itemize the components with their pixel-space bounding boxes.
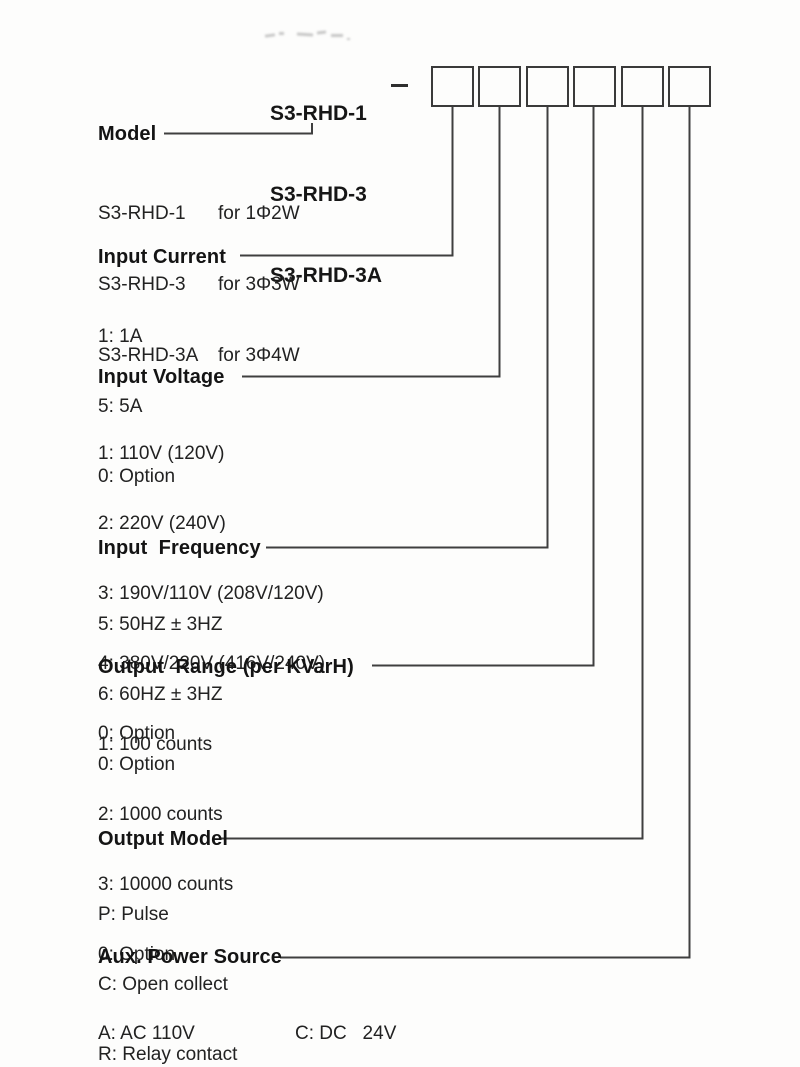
option-row: 0: Option <box>98 944 176 965</box>
connector-output-range-line <box>372 107 595 667</box>
option-row: 6: 60HZ ± 3HZ <box>98 684 223 705</box>
option-row: C: Open collect <box>98 974 228 995</box>
option-row: 0: Option <box>98 466 176 487</box>
code-box-2 <box>478 66 521 107</box>
option-row: 1: 1A <box>98 326 143 347</box>
section-heading-model: Model <box>98 123 157 145</box>
code-box-6 <box>668 66 711 107</box>
option-row: 3: 190V/110V (208V/120V) <box>98 583 324 604</box>
aux-power-options-right: C: DC 24V D: DC 48V E: DC 110V <box>295 977 399 1067</box>
model-variant: S3-RHD-1 <box>270 102 367 125</box>
model-row-name: S3-RHD-3A <box>98 345 199 366</box>
input-current-options: 1: 1A 5: 5A 0: Option <box>98 280 175 534</box>
option-row: P: Pulse <box>98 904 169 925</box>
section-heading-input-current: Input Current <box>98 246 226 268</box>
model-row: S3-RHD-3A for 3Φ4W <box>98 342 300 369</box>
section-heading-input-voltage: Input Voltage <box>98 366 225 388</box>
option-row: 1: 110V (120V) <box>98 443 225 464</box>
model-row-desc: for 1Φ2W <box>218 203 300 224</box>
model-list: S3-RHD-1 for 1Φ2W S3-RHD-3 for 3Φ3W S3-RHD… <box>98 156 300 413</box>
code-box-1 <box>431 66 474 107</box>
code-box-5 <box>621 66 664 107</box>
section-heading-output-range: Output Range (per KVarH) <box>98 656 354 678</box>
faint-artifact <box>264 30 350 42</box>
model-row-desc: for 3Φ4W <box>218 345 300 366</box>
option-row: 5: 50HZ ± 3HZ <box>98 614 223 635</box>
output-model-options: P: Pulse C: Open collect R: Relay contac… <box>98 858 237 1067</box>
option-row: C: DC 24V <box>295 1023 397 1044</box>
option-row: 1: 100 counts <box>98 734 213 755</box>
code-box-4 <box>573 66 616 107</box>
option-row: 0: Option <box>98 723 176 744</box>
option-row: 5: 5A <box>98 396 143 417</box>
option-row: 2: 220V (240V) <box>98 513 226 534</box>
section-heading-aux-power: Aux. Power Source <box>98 946 282 968</box>
option-row: 3: 10000 counts <box>98 874 234 895</box>
option-row: 0: Option <box>98 754 176 775</box>
code-box-3 <box>526 66 569 107</box>
model-row: S3-RHD-3 for 3Φ3W <box>98 271 300 298</box>
model-row-name: S3-RHD-1 <box>98 203 186 224</box>
input-voltage-options: 1: 110V (120V) 2: 220V (240V) 3: 190V/11… <box>98 397 325 791</box>
input-frequency-options: 5: 50HZ ± 3HZ 6: 60HZ ± 3HZ 0: Option <box>98 568 222 822</box>
section-heading-input-frequency: Input Frequency <box>98 537 261 559</box>
output-range-options: 1: 100 counts 2: 1000 counts 3: 10000 co… <box>98 688 233 1012</box>
option-row: 2: 1000 counts <box>98 804 223 825</box>
option-row: A: AC 110V <box>98 1023 195 1044</box>
model-row-name: S3-RHD-3 <box>98 274 186 295</box>
model-row: S3-RHD-1 for 1Φ2W <box>98 200 300 227</box>
dash-separator <box>391 84 408 87</box>
section-heading-output-model: Output Model <box>98 828 229 850</box>
option-row: R: Relay contact <box>98 1044 238 1065</box>
aux-power-options-left: A: AC 110V B: AC 220V 0: Option <box>98 977 196 1067</box>
model-row-desc: for 3Φ3W <box>218 274 300 295</box>
option-row: 4: 380V/220V (416V/240V) <box>98 653 326 674</box>
